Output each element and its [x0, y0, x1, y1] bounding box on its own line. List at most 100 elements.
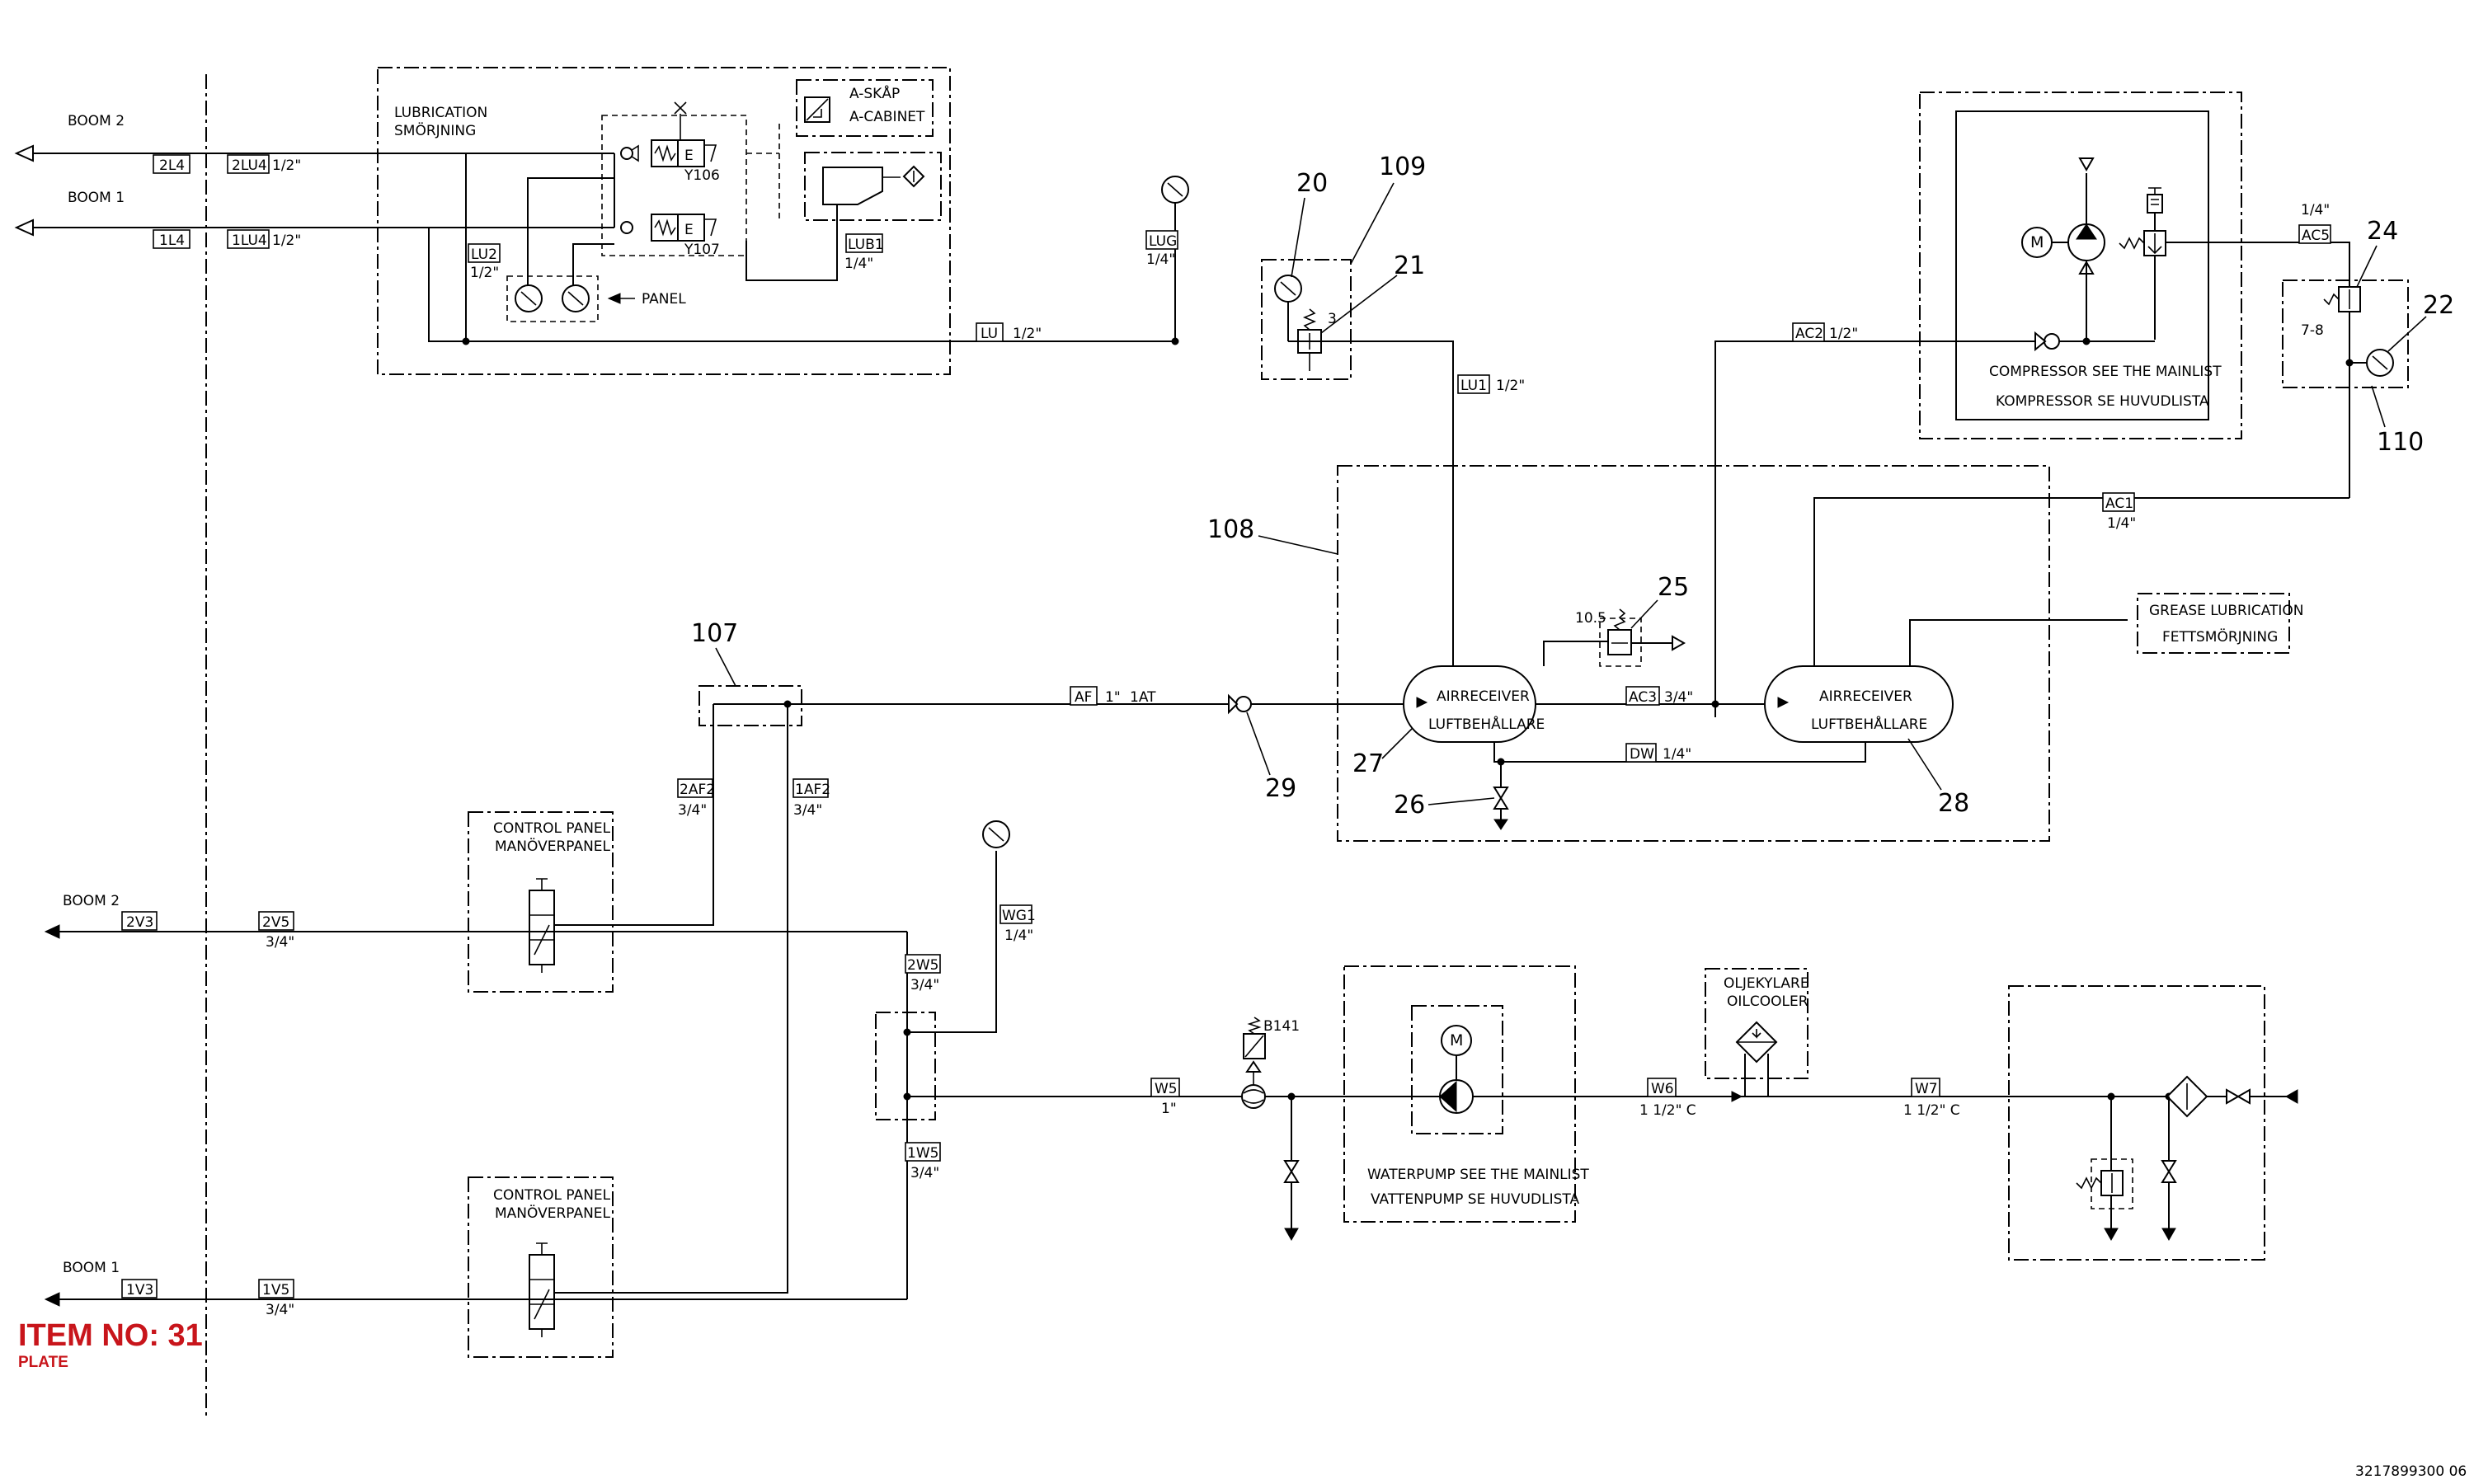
tag-AC2-box	[1792, 322, 1825, 342]
water-inlet-valve-icon	[2226, 1088, 2251, 1105]
control-panel-boom2-en: CONTROL PANEL	[493, 820, 611, 837]
lube-main-supply-line	[428, 228, 1175, 342]
tag-AC1-size: 1/4"	[2107, 515, 2136, 532]
tag-1LU4-size: 1/2"	[272, 232, 301, 249]
drawing-number: 3217899300 06	[2355, 1463, 2467, 1480]
relief-valve-24-icon	[2323, 242, 2361, 498]
control-panel-boom1-sv: MANÖVERPANEL	[495, 1204, 611, 1222]
pressure-gauge-22-icon	[2366, 349, 2394, 377]
tag-LU1-box	[1457, 374, 1490, 394]
tag-AC5-size: 1/4"	[2301, 202, 2330, 218]
tag-LU1: LU1	[1460, 378, 1487, 394]
plate-stamp: PLATE	[18, 1354, 68, 1371]
callout-27: 27	[1352, 749, 1384, 778]
grease-pump-icon	[822, 167, 883, 205]
a-cabinet-frame	[796, 79, 934, 137]
dw-line	[1493, 742, 1866, 763]
control-valve-boom1-icon	[529, 1242, 555, 1337]
water-tee-frame	[875, 1012, 936, 1120]
air-receiver-27-sv: LUFTBEHÅLLARE	[1428, 715, 1545, 733]
valve-block-frame	[601, 115, 747, 256]
boom1-control-arrow	[44, 1292, 60, 1307]
boom2-control-label: BOOM 2	[63, 893, 120, 909]
boom2-lube-label: BOOM 2	[68, 113, 125, 129]
water-inlet-drain-icon	[2161, 1097, 2177, 1242]
callout-28: 28	[1938, 789, 1969, 818]
tag-W5: W5	[1155, 1081, 1178, 1097]
tag-AC5: AC5	[2302, 228, 2330, 244]
drain-valve-26-icon	[1493, 758, 1509, 830]
tag-AC1: AC1	[2105, 495, 2133, 512]
boom1-lube-label: BOOM 1	[68, 190, 125, 206]
tag-WG1-box	[999, 904, 1032, 924]
tag-1AF2-size: 3/4"	[793, 802, 822, 819]
tag-LU1-size: 1/2"	[1496, 378, 1525, 394]
tag-LU2: LU2	[471, 247, 497, 263]
panel-label: PANEL	[642, 291, 686, 308]
relief-setting-3: 3	[1328, 311, 1337, 327]
callout-22: 22	[2423, 291, 2454, 320]
tag-LUB1-size: 1/4"	[844, 256, 873, 272]
tag-W6: W6	[1651, 1081, 1674, 1097]
boom1-control-label: BOOM 1	[63, 1260, 120, 1276]
tag-2AF2-box	[677, 778, 713, 798]
oilcooler-icon	[1731, 1021, 1781, 1102]
compressor-pump-icon	[2067, 157, 2105, 340]
relief-setting-7-8: 7-8	[2301, 322, 2324, 339]
item-107-frame	[698, 685, 802, 726]
tag-W5-size: 1"	[1161, 1101, 1177, 1117]
tag-1W5: 1W5	[907, 1145, 938, 1162]
control-valve-boom2-icon	[529, 878, 555, 973]
callout-24: 24	[2367, 217, 2398, 246]
grease-lubrication-en: GREASE LUBRICATION	[2149, 603, 2304, 619]
tag-2V5: 2V5	[262, 914, 289, 931]
motor-m-label: M	[2030, 233, 2044, 251]
tag-1V5: 1V5	[262, 1282, 289, 1298]
tag-AC3-size: 3/4"	[1664, 689, 1693, 706]
tag-1W5-size: 3/4"	[910, 1165, 939, 1181]
plug-icon	[674, 101, 687, 115]
control-panel-boom2-sv: MANÖVERPANEL	[495, 837, 611, 855]
tag-W7: W7	[1915, 1081, 1938, 1097]
compressor-label-sv: KOMPRESSOR SE HUVUDLISTA	[1996, 393, 2209, 410]
compressor-outer-frame	[1919, 92, 2242, 439]
tag-1LU4: 1LU4	[232, 232, 267, 249]
tag-2W5-box	[905, 954, 941, 974]
air-receiver-28-sv: LUFTBEHÅLLARE	[1811, 715, 1927, 733]
check-valve-compressor-icon	[2034, 331, 2060, 352]
relief-setting-10-5: 10.5	[1575, 610, 1606, 627]
tag-W7-box	[1911, 1078, 1940, 1097]
tag-LUG-box	[1145, 230, 1178, 250]
waterpump-frame	[1343, 965, 1576, 1223]
tag-AF-box	[1070, 686, 1098, 706]
tag-AC2: AC2	[1795, 326, 1823, 342]
grease-lubrication-sv: FETTSMÖRJNING	[2162, 627, 2278, 646]
item-number-stamp: ITEM NO: 31	[18, 1318, 203, 1353]
tag-WG1-size: 1/4"	[1004, 928, 1033, 944]
tag-LUB1: LUB1	[848, 237, 884, 253]
tag-LU-box	[976, 322, 1004, 342]
grease-pump-frame	[804, 152, 942, 221]
flow-sensor-b141-icon	[1241, 1017, 1266, 1109]
tag-1L4-box	[153, 229, 190, 249]
waterpump-inner-frame	[1411, 1005, 1503, 1134]
callout-107: 107	[691, 619, 738, 648]
1af2-line	[540, 704, 788, 1294]
callout-25: 25	[1658, 573, 1689, 602]
tag-W7-size: 1 1/2" C	[1903, 1102, 1960, 1119]
valve-y106-label: Y106	[684, 167, 720, 184]
tag-2V3: 2V3	[126, 914, 153, 931]
tag-1AF2-box	[793, 778, 829, 798]
svg-text:E: E	[684, 148, 694, 164]
tag-LU-size: 1/2"	[1013, 326, 1042, 342]
lubrication-title-en: LUBRICATION	[394, 105, 487, 121]
tag-DW-size: 1/4"	[1663, 746, 1691, 763]
tag-2AF2: 2AF2	[680, 782, 715, 798]
tag-2LU4: 2LU4	[232, 157, 267, 174]
boom2-lube-arrow	[14, 144, 34, 162]
item-109-frame	[1261, 259, 1352, 380]
lu1-line	[1288, 340, 1454, 717]
control-panel-boom1-en: CONTROL PANEL	[493, 1187, 611, 1204]
callout-110: 110	[2377, 428, 2424, 457]
